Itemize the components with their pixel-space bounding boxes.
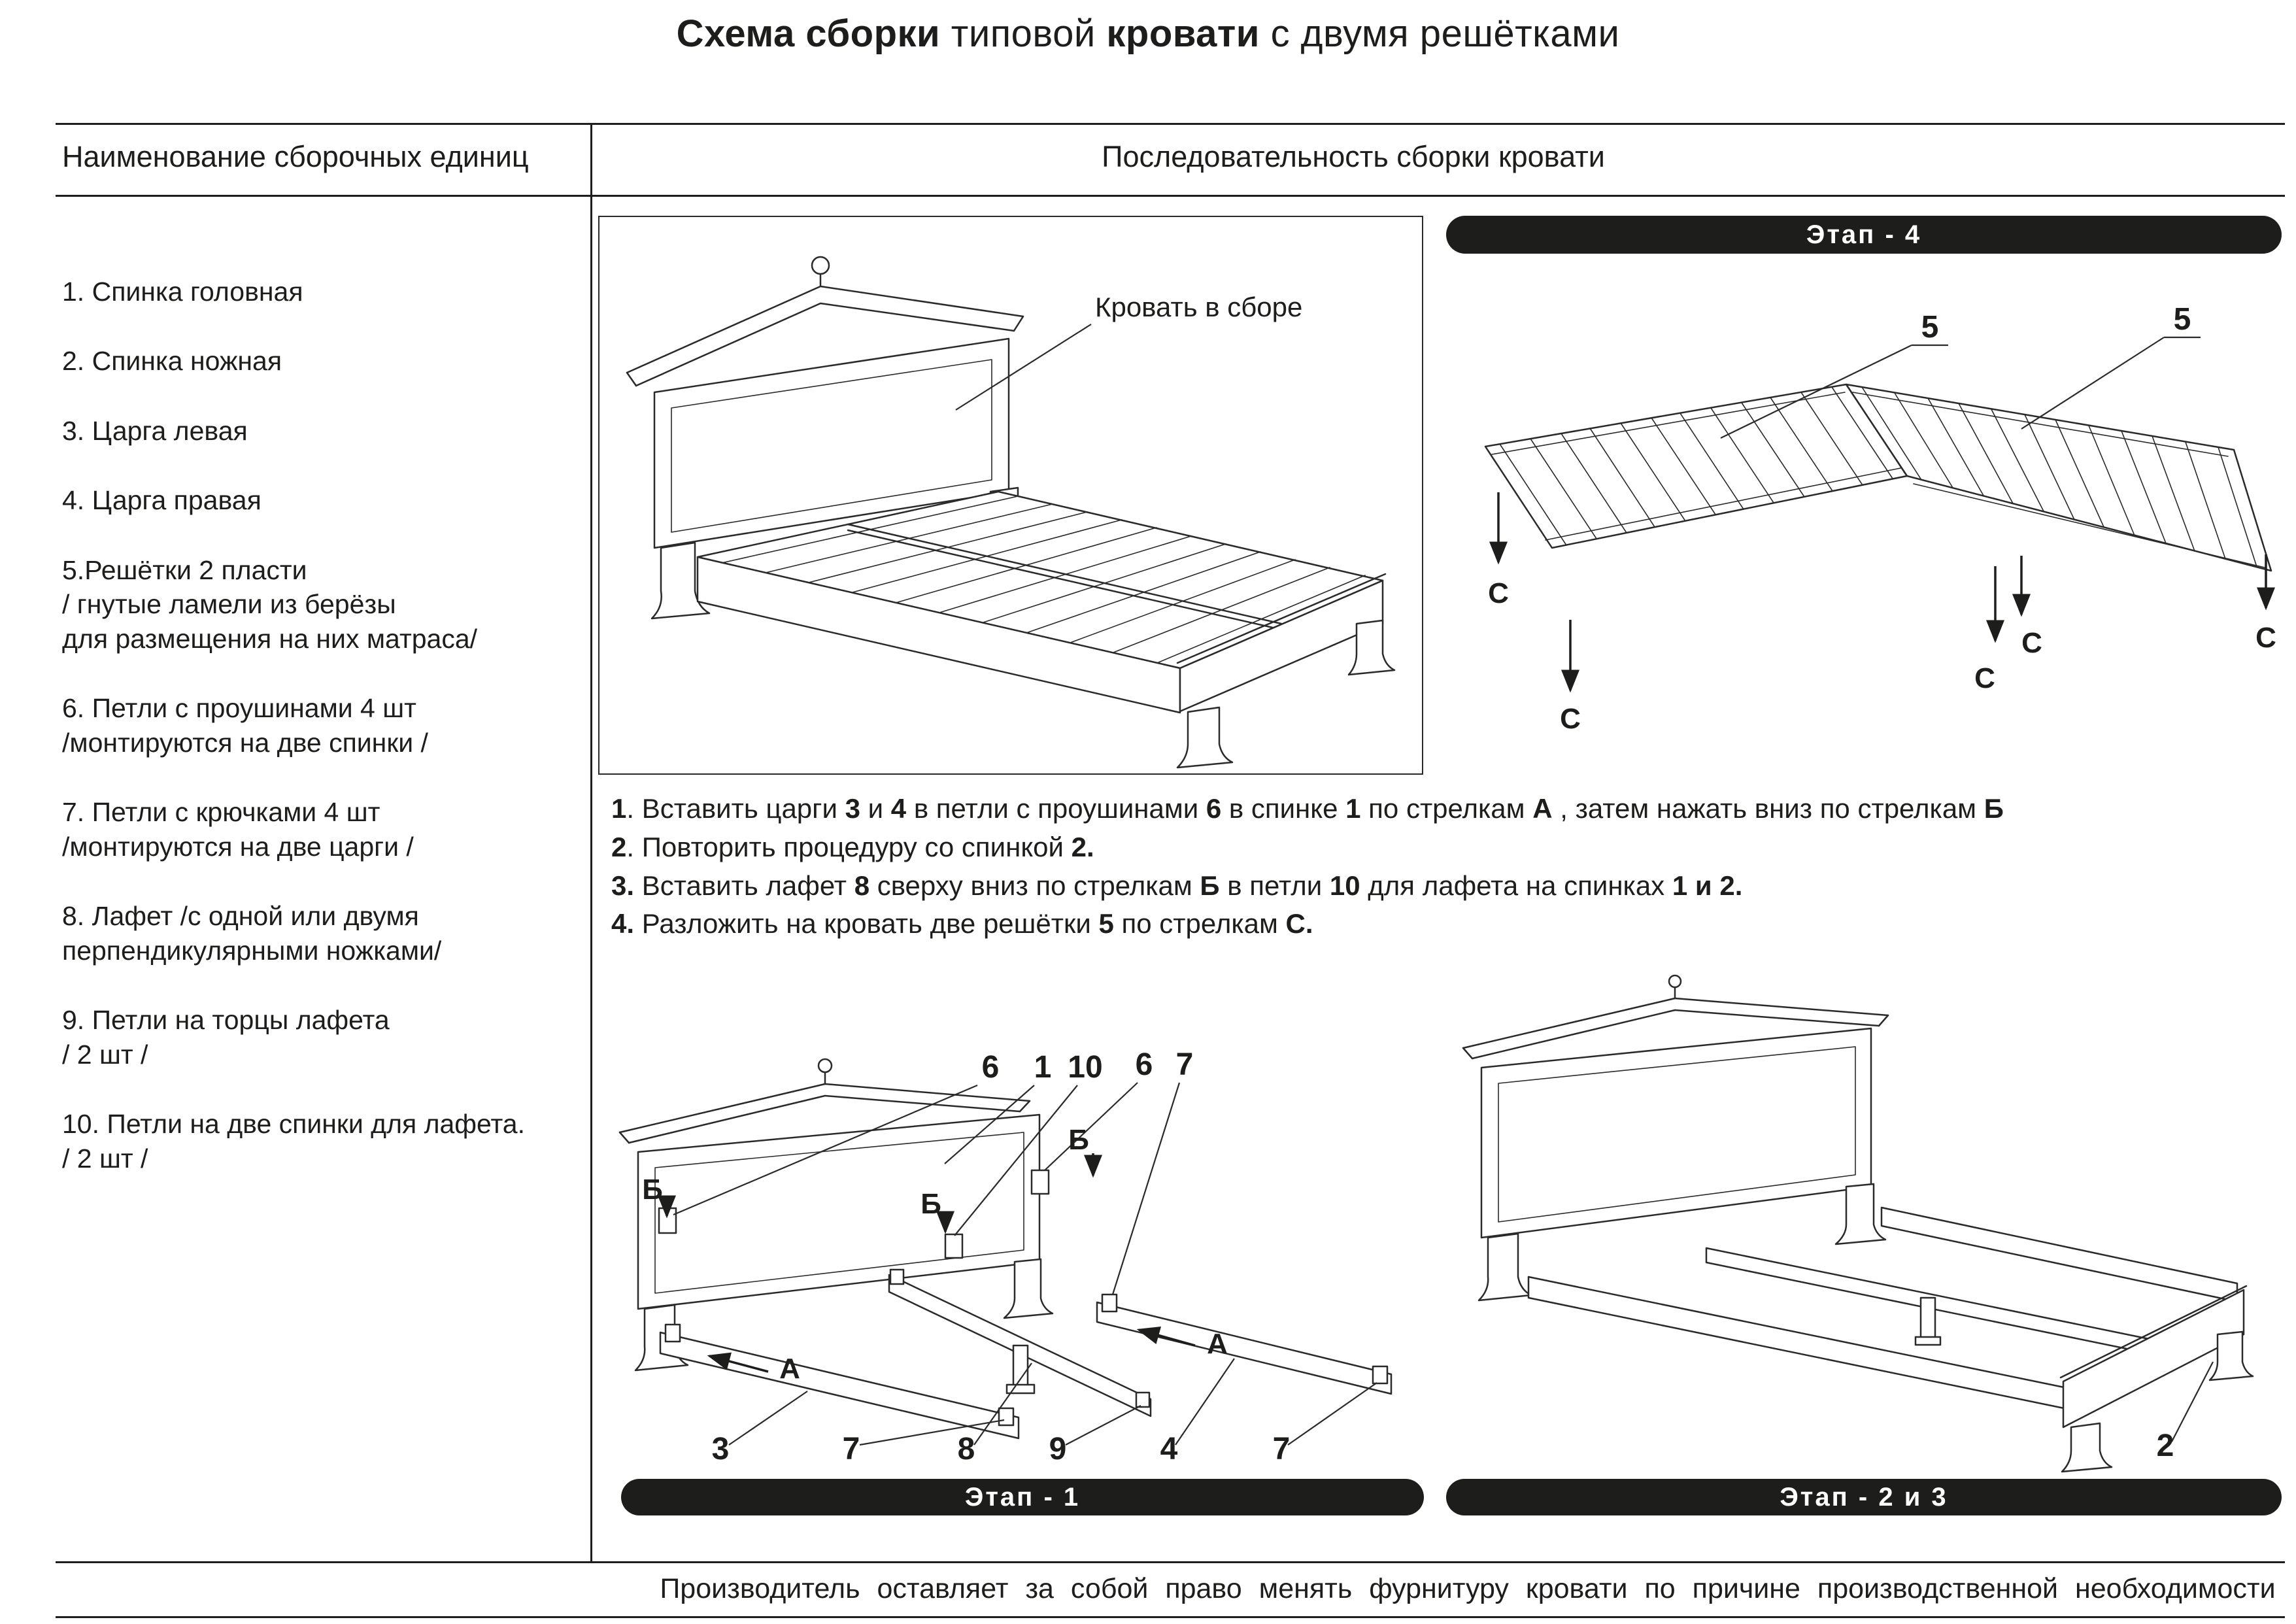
assembly-instructions: 1. Вставить царги 3 и 4 в петли с проуши… [611, 790, 2285, 943]
arrow-label-c: С [1560, 703, 1581, 735]
part-label-7: 7 [843, 1432, 860, 1466]
parts-list: 1. Спинка головная 2. Спинка ножная 3. Ц… [62, 275, 585, 1211]
arrow-label-a: А [1207, 1328, 1228, 1360]
arrow-label-a: А [779, 1353, 800, 1385]
part-label-6: 6 [982, 1050, 1000, 1085]
stage23-leader [2171, 1361, 2214, 1442]
part-label-7: 7 [1273, 1432, 1291, 1466]
grid-panel-right [1845, 383, 2272, 572]
manufacturer-note: Производитель оставляет за собой право м… [660, 1573, 2276, 1604]
grid-label-5: 5 [1921, 310, 1939, 345]
instruction-line: 3. Вставить лафет 8 сверху вниз по стрел… [611, 870, 1743, 901]
arrow-label-c: С [2255, 622, 2276, 654]
parts-list-item: 9. Петли на торцы лафета / 2 шт / [62, 1005, 390, 1070]
stage1-arrows [658, 1153, 1196, 1373]
stage23-banner: Этап - 2 и 3 [1446, 1479, 2282, 1515]
stage4-leaders [1720, 336, 2201, 439]
parts-list-item: 7. Петли с крючками 4 шт /монтируются на… [62, 797, 414, 862]
parts-list-item: 1. Спинка головная [62, 277, 303, 307]
divider-bottom [56, 1616, 2285, 1618]
assembled-rails-footboard [696, 556, 1396, 769]
parts-list-item: 6. Петли с проушинами 4 шт /монтируются … [62, 693, 428, 758]
assembled-caption-leader [955, 324, 1092, 411]
divider-above-footer [56, 1561, 2285, 1563]
part-label-1: 1 [1034, 1050, 1052, 1085]
part-label-9: 9 [1049, 1432, 1067, 1466]
parts-list-item: 10. Петли на две спинки для лафета. / 2 … [62, 1109, 525, 1174]
stage23-diagram: 2 [1462, 974, 2254, 1473]
arrow-label-b: Б [920, 1188, 941, 1220]
part-label-6: 6 [1136, 1047, 1153, 1082]
arrow-label-c: С [1974, 662, 1995, 694]
part-label-3: 3 [712, 1432, 730, 1466]
arrow-label-b: Б [1068, 1124, 1089, 1156]
part-label-10: 10 [1068, 1050, 1102, 1085]
stage1-banner: Этап - 1 [621, 1479, 1424, 1515]
stage1-right-rail [1096, 1293, 1393, 1395]
assembled-bed-frame [598, 216, 1423, 775]
parts-list-item: 2. Спинка ножная [62, 346, 282, 377]
stage1-leaders [673, 1082, 1377, 1446]
assembled-caption: Кровать в сборе [1095, 292, 1302, 322]
arrow-label-b: Б [642, 1174, 663, 1206]
instruction-line: 4. Разложить на кровать две решётки 5 по… [611, 908, 1313, 939]
assembled-bed-diagram: Кровать в сборе [626, 256, 1396, 769]
part-label-2: 2 [2157, 1429, 2174, 1463]
assembled-headboard [626, 256, 1024, 620]
stage4-banner: Этап - 4 [1446, 216, 2282, 254]
divider-top [56, 123, 2285, 125]
part-label-4: 4 [1160, 1432, 1178, 1466]
stage1-left-rail [659, 1323, 1020, 1440]
parts-list-item: 3. Царга левая [62, 415, 248, 446]
right-column-header: Последовательность сборки кровати [1102, 140, 1605, 173]
stage23-frame [1527, 1206, 2254, 1473]
grid-panel-left [1484, 383, 1908, 549]
parts-list-item: 4. Царга правая [62, 485, 262, 516]
divider-under-headers [56, 195, 2285, 197]
left-column-header: Наименование сборочных единиц [62, 140, 529, 173]
parts-list-item: 5.Решётки 2 пласти / гнутые ламели из бе… [62, 554, 478, 654]
part-label-8: 8 [958, 1432, 975, 1466]
page-title: Схема сборки типовой кровати с двумя реш… [676, 12, 1620, 55]
stage1-lafet [888, 1268, 1152, 1417]
arrow-label-c: С [2021, 627, 2042, 659]
stage23-headboard [1462, 974, 1889, 1302]
instruction-line: 1. Вставить царги 3 и 4 в петли с проуши… [611, 793, 2004, 824]
stage1-diagram: 6 1 10 6 7 Б Б Б А А 3 7 8 9 4 7 [618, 1047, 1393, 1466]
arrow-label-c: С [1488, 577, 1509, 609]
part-label-7: 7 [1176, 1047, 1194, 1082]
divider-vertical [590, 123, 592, 1563]
parts-list-item: 8. Лафет /с одной или двумя перпендикуля… [62, 901, 442, 966]
stage4-diagram: 5 5 С С С С С [1484, 302, 2276, 735]
grid-label-5: 5 [2174, 302, 2191, 337]
instruction-line: 2. Повторить процедуру со спинкой 2. [611, 831, 1094, 862]
stage4-arrows [1489, 492, 2275, 693]
